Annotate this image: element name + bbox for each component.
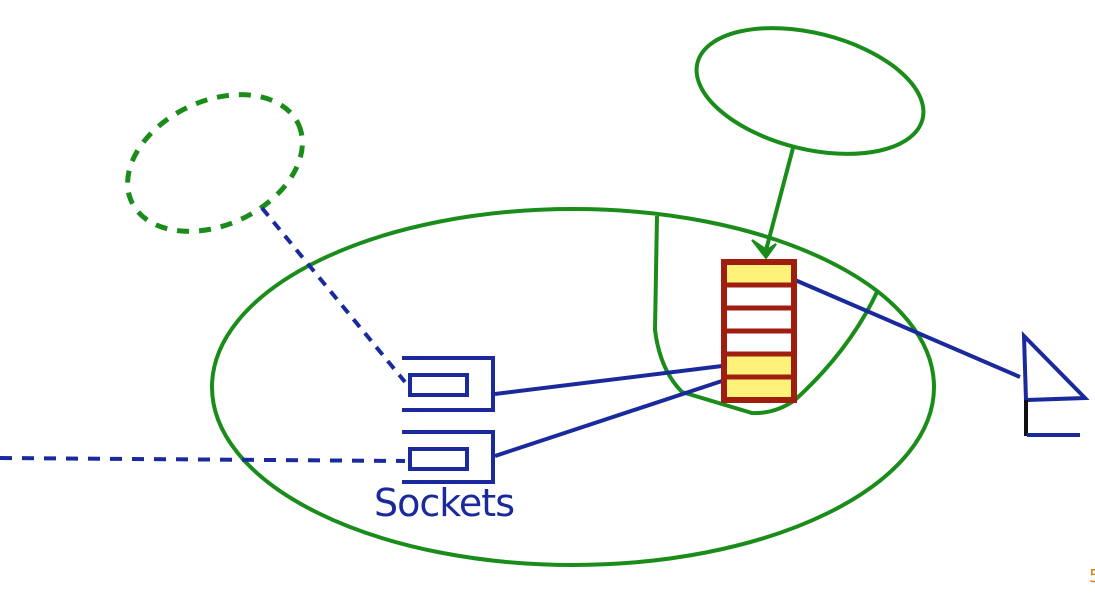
queue-slot-filled <box>721 259 797 288</box>
producer-process-ellipse <box>694 26 926 156</box>
task-queue <box>721 259 797 403</box>
flag-icon <box>1021 330 1090 437</box>
queue-slot-empty <box>721 282 797 311</box>
remote-connection-dashed <box>260 206 407 384</box>
socket-lower <box>402 430 495 484</box>
queue-slot-filled <box>721 374 797 403</box>
arrow-head-icon <box>751 239 777 260</box>
socket-lower-to-queue <box>494 379 723 458</box>
queue-border <box>721 259 797 403</box>
socket-upper-to-queue <box>494 364 723 396</box>
queue-slot-empty <box>721 305 797 334</box>
queue-slot-filled <box>721 351 797 380</box>
queue-slot-empty <box>721 328 797 357</box>
page-number: 5 <box>1089 566 1095 587</box>
remote-process-ellipse <box>125 92 305 234</box>
client-connection-dashed <box>0 456 406 463</box>
queue-to-output <box>794 278 1021 379</box>
sockets-label: Sockets <box>374 481 515 525</box>
producer-arrow-line <box>763 147 795 255</box>
socket-upper <box>402 356 495 412</box>
process-ellipse <box>210 207 936 567</box>
thread-curve <box>652 215 880 416</box>
